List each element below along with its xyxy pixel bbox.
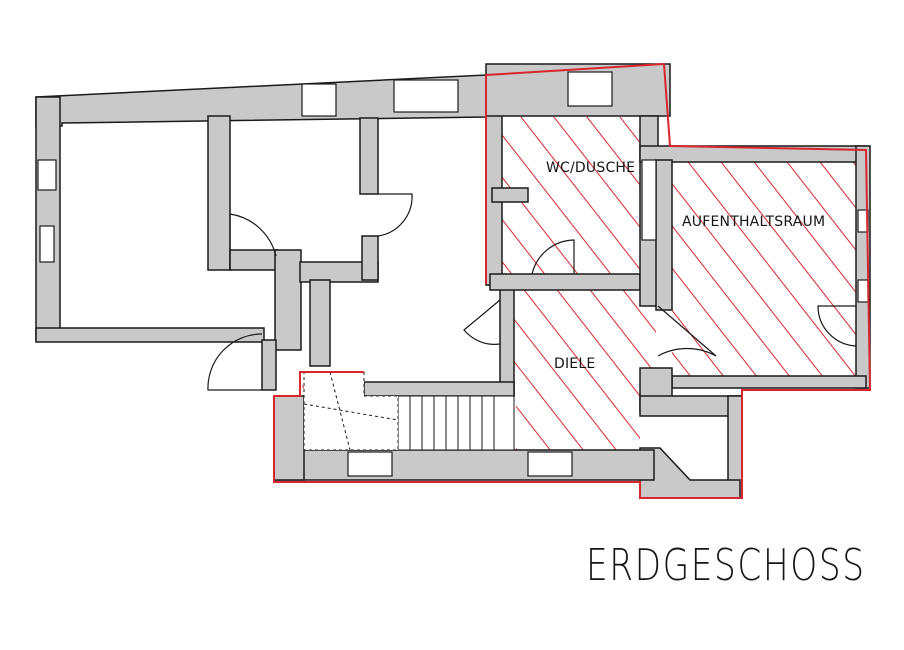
window-left-1 [37, 159, 57, 191]
door-7 [817, 305, 857, 347]
interior-wall-5 [359, 117, 379, 195]
diele-upper-wall [363, 381, 515, 397]
door-3 [207, 333, 263, 391]
window-top-3 [567, 71, 613, 107]
doors [207, 193, 857, 391]
window-bottom-2 [527, 451, 573, 477]
wc-stub [491, 187, 529, 203]
window-top-2 [393, 79, 459, 113]
aufenthaltsraum-hatch [672, 160, 860, 382]
room-label-wc-dusche: WC/DUSCHE [546, 160, 636, 176]
auf-left-wall [655, 159, 673, 311]
window-wc-aufenthalt [641, 159, 657, 241]
central-wall-lower [499, 283, 515, 397]
plan-title: ERDGESCHOSS [586, 540, 866, 591]
bottom-wall [273, 449, 655, 481]
diele-hatch [302, 290, 656, 452]
left-wall [35, 96, 61, 341]
room-label-diele: DIELE [554, 356, 596, 372]
window-right-2 [857, 279, 869, 303]
window-top-1 [301, 83, 337, 117]
door-4 [463, 299, 501, 345]
wc-bottom-wall [489, 273, 641, 291]
highlight-hatching [302, 117, 860, 452]
lower-right-wall-b [639, 395, 743, 417]
door-2 [377, 193, 413, 237]
windows [37, 71, 869, 477]
door-5 [531, 239, 575, 275]
auf-bottom-wall [671, 375, 867, 389]
window-left-2 [39, 225, 55, 263]
left-lower-wall [273, 395, 305, 481]
chimney-wall [639, 447, 741, 499]
interior-wall-6 [361, 235, 379, 281]
door-1 [229, 213, 277, 270]
stair-wall-left [309, 279, 331, 367]
door-jamb-left [261, 339, 277, 391]
interior-wall-2 [229, 249, 279, 271]
interior-wall-1 [207, 115, 231, 271]
window-bottom-1 [347, 451, 393, 477]
highlight-outline [273, 62, 872, 499]
interior-wall-3 [274, 249, 302, 351]
walls [35, 63, 871, 499]
room-label-aufenthaltsraum: AUFENTHALTSRAUM [682, 214, 826, 230]
door-6 [657, 305, 717, 357]
bottom-left-wall [35, 327, 265, 343]
stair-run [397, 395, 515, 451]
stairs [303, 371, 515, 451]
